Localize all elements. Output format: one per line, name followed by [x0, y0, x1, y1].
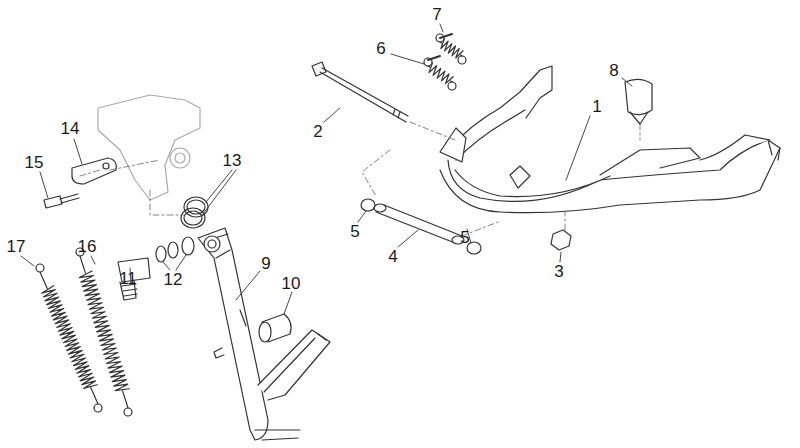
callout-number: 1	[591, 97, 602, 116]
callout-number: 6	[375, 39, 386, 58]
leader-lines	[21, 24, 632, 314]
centre-stand	[440, 66, 780, 213]
callout-number: 16	[77, 237, 98, 256]
spring-hook	[123, 391, 128, 408]
coil-spring	[429, 63, 453, 84]
callout-number: 5	[459, 228, 470, 247]
callout-number: 13	[222, 151, 243, 170]
callout-number: 5	[349, 222, 360, 241]
callout-number: 15	[24, 153, 45, 172]
callout-number: 8	[608, 61, 619, 80]
coil-spring	[79, 271, 129, 391]
callout-number: 7	[431, 5, 442, 24]
callout-number: 12	[163, 270, 184, 289]
coil-spring	[441, 39, 463, 58]
spring-hook	[80, 256, 85, 273]
coil-spring	[42, 286, 97, 389]
callout-number: 3	[553, 262, 564, 281]
spring-hook	[40, 272, 47, 288]
callout-number: 2	[312, 122, 323, 141]
callout-number: 17	[6, 237, 27, 256]
side-stand	[198, 228, 330, 440]
callout-number: 14	[60, 119, 81, 138]
spring-hook	[91, 388, 98, 404]
plate	[72, 158, 116, 184]
callout-number: 11	[118, 269, 138, 288]
frame-bracket	[98, 95, 200, 200]
callout-number: 9	[260, 254, 271, 273]
callout-number: 4	[387, 247, 398, 266]
callout-number: 10	[281, 274, 302, 293]
